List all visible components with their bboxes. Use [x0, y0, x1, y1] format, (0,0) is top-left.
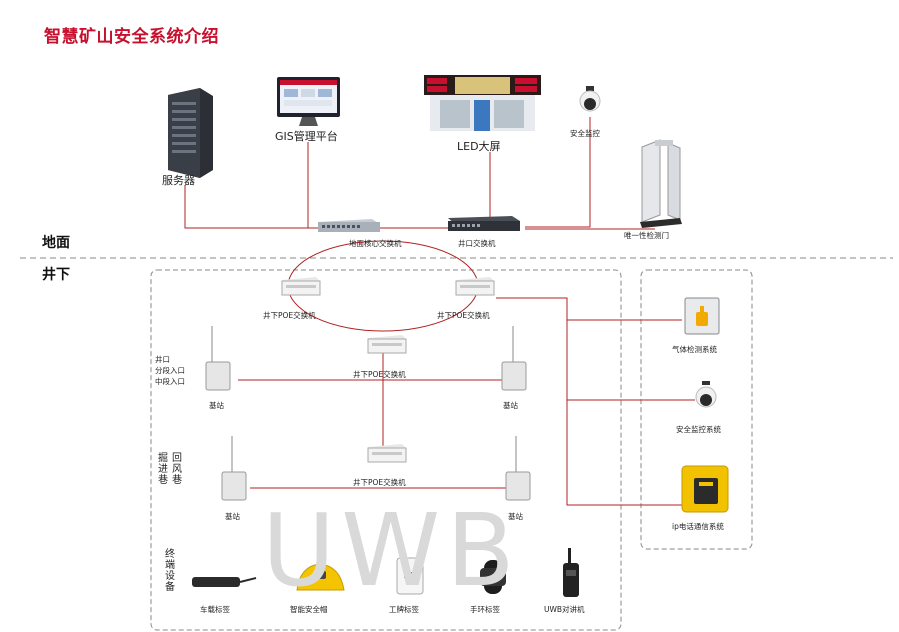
core-switch-icon [318, 219, 380, 232]
badge-tag-icon [396, 557, 424, 595]
gis-label: GIS管理平台 [275, 130, 338, 143]
gas-system-label: 气体检测系统 [672, 345, 717, 354]
cctv-link [525, 117, 591, 228]
led-wall-icon [424, 75, 541, 131]
underground-camera-icon [695, 381, 717, 408]
poe-right-label: 井下POE交换机 [437, 311, 490, 320]
vehicle-tag-icon [192, 577, 257, 587]
terminal-label-radio: UWB对讲机 [544, 605, 585, 614]
ip-phone-icon [681, 465, 729, 513]
core-switch-label: 地面核心交换机 [349, 239, 402, 248]
side-bus [496, 297, 682, 506]
server-label: 服务器 [162, 174, 195, 187]
gas-detector-icon [684, 297, 720, 335]
helmet-icon [296, 563, 345, 591]
detection-gate-icon [640, 139, 682, 228]
uwb-watermark: UWB [262, 492, 521, 609]
zone-ground: 地面 [42, 235, 70, 251]
zone-underground: 井下 [42, 267, 70, 283]
base-station-label: 基站 [503, 401, 518, 410]
dome-camera-icon [579, 86, 601, 112]
side-systems-region [640, 269, 753, 550]
entry-label-2: 分段入口 [155, 366, 185, 375]
terminal-label-vehicle: 车载标签 [200, 605, 230, 614]
poe-switch-left-icon [281, 277, 321, 296]
well-switch-icon [448, 216, 520, 231]
poe-lower-label: 井下POE交换机 [353, 478, 406, 487]
underground-region [150, 269, 622, 631]
phone-system-label: ip电话通信系统 [672, 522, 724, 531]
base-station-icon [205, 326, 531, 501]
entry-label-1: 井口 [155, 355, 170, 364]
poe-mid-label: 井下POE交换机 [353, 370, 406, 379]
led-label: LED大屏 [457, 140, 501, 153]
poe-switch-lower-icon [367, 444, 407, 463]
gate-label: 唯一性检测门 [624, 231, 669, 240]
cctv-label: 安全监控 [570, 129, 600, 138]
well-switch-label: 井口交换机 [458, 239, 496, 248]
base-station-label: 基站 [225, 512, 240, 521]
terminal-label-badge: 工牌标签 [389, 605, 419, 614]
terminal-label-helmet: 智能安全帽 [290, 605, 328, 614]
server-icon [168, 88, 213, 178]
base-station-label: 基站 [209, 401, 224, 410]
poe-left-label: 井下POE交换机 [263, 311, 316, 320]
poe-switch-mid-icon [367, 335, 407, 354]
poe-switch-right-icon [455, 277, 495, 296]
page-title: 智慧矿山安全系统介绍 [44, 27, 219, 47]
tunnel-label-return: 回风巷 [172, 453, 182, 486]
terminal-label-wristband: 手环标签 [470, 605, 500, 614]
tunnel-label-heading: 掘进巷 [158, 453, 168, 486]
monitor-icon [277, 77, 340, 126]
entry-label-3: 中段入口 [155, 377, 185, 386]
cctv-system-label: 安全监控系统 [676, 425, 721, 434]
radio-icon [563, 548, 579, 597]
wristband-icon [480, 560, 506, 594]
terminal-section-label: 终端设备 [165, 549, 175, 593]
base-station-label: 基站 [508, 512, 523, 521]
server-link [184, 185, 318, 229]
